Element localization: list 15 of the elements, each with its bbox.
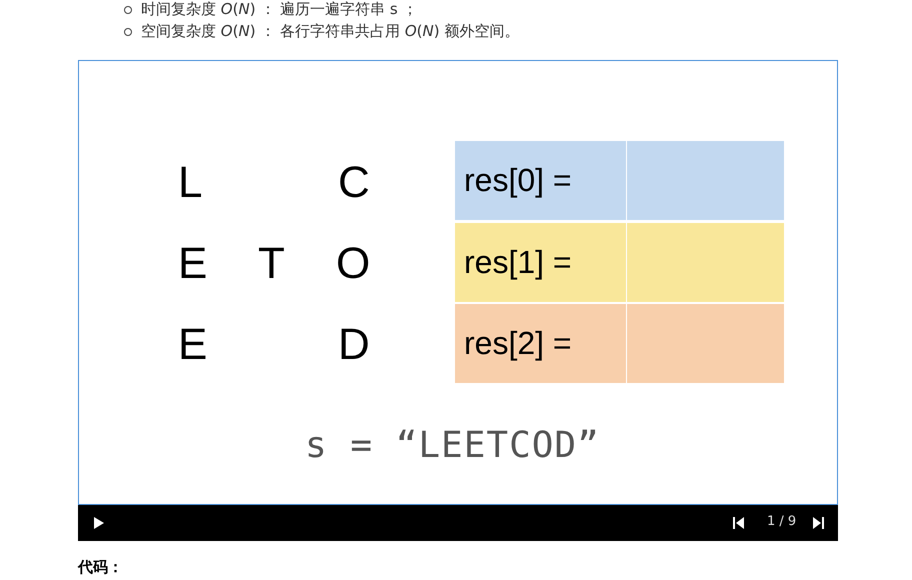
letter: L	[178, 158, 202, 208]
letter: C	[338, 158, 370, 208]
letter: O	[336, 239, 370, 289]
bullet-item: 时间复杂度 O(N) ： 遍历一遍字符串 s ；	[141, 0, 418, 19]
letter: E	[178, 320, 208, 370]
string-value: s = “LEETCOD”	[305, 425, 600, 466]
table-cell: res[2] =	[455, 304, 626, 383]
table-cell: res[0] =	[455, 141, 626, 220]
slide-counter: 1 / 9	[767, 514, 796, 529]
letter: D	[338, 320, 370, 370]
letter: E	[178, 239, 208, 289]
table-cell: res[1] =	[455, 223, 626, 302]
bullet-item: 空间复杂度 O(N) ： 各行字符串共占用 O(N) 额外空间。	[141, 22, 520, 41]
section-heading: 代码：	[78, 558, 123, 577]
letter: T	[258, 239, 285, 289]
